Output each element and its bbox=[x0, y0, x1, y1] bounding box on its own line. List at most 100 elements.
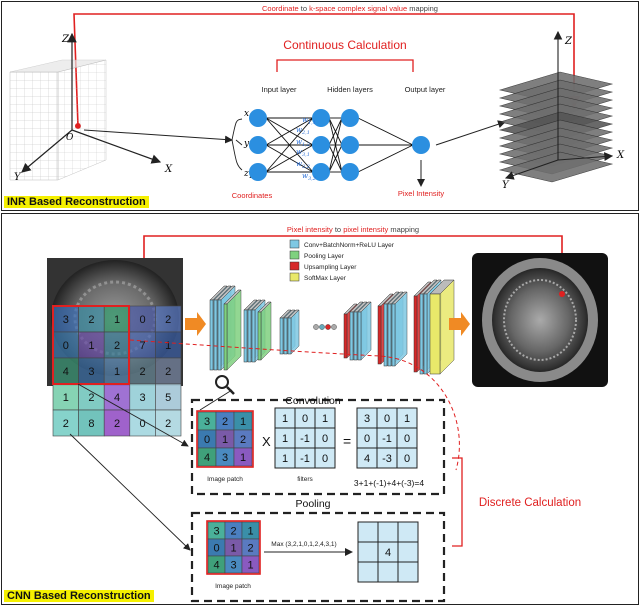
matrix-cell-value: 0 bbox=[364, 433, 370, 445]
grid-cell bbox=[78, 331, 105, 359]
matrix-cell bbox=[314, 447, 336, 469]
network-node bbox=[341, 163, 359, 181]
pool-patch-outline bbox=[206, 520, 261, 575]
grid-cell-value: 0 bbox=[140, 314, 146, 326]
pixel-intensity-label: Pixel Intensity bbox=[398, 189, 445, 198]
sum-equation: 3+1+(-1)+4+(-3)=4 bbox=[354, 478, 424, 488]
equals-sign: = bbox=[343, 433, 351, 449]
grid-cell-value: 2 bbox=[165, 314, 171, 326]
pooling-layer bbox=[223, 289, 242, 371]
legend-label: Pooling Layer bbox=[304, 253, 345, 260]
matrix-cell-value: 3 bbox=[222, 452, 228, 464]
network-node bbox=[341, 136, 359, 154]
grid-cell bbox=[155, 357, 182, 385]
output-pixel-dot bbox=[559, 291, 565, 297]
weight-label: w3,2 bbox=[302, 172, 316, 182]
network-edge bbox=[265, 117, 314, 146]
grid-cell bbox=[52, 409, 79, 437]
stack-axes bbox=[504, 30, 614, 180]
grid-cell bbox=[52, 305, 79, 333]
output-to-slices-arrow bbox=[435, 120, 506, 146]
network-edge bbox=[328, 144, 343, 173]
network-edge bbox=[328, 117, 343, 173]
grid-cell-value: 3 bbox=[63, 314, 69, 326]
matrix-cell-value: 1 bbox=[282, 453, 288, 465]
grid-cell-value: 0 bbox=[140, 418, 146, 430]
grid-cell-value: 1 bbox=[63, 392, 69, 404]
matrix-cell-value: 0 bbox=[302, 413, 308, 425]
matrix-cell-value: 1 bbox=[282, 413, 288, 425]
matrix-cell-value: -3 bbox=[382, 453, 392, 465]
grid-to-pool-arrow bbox=[69, 433, 191, 551]
weight-label: w3,1 bbox=[296, 148, 310, 158]
magnifier-icon bbox=[215, 375, 235, 395]
grid-cell-value: 7 bbox=[140, 340, 146, 352]
axis-y-label: Y bbox=[14, 172, 22, 183]
input-to-cnn-arrow bbox=[185, 312, 206, 336]
grid-cell bbox=[78, 357, 105, 385]
grid-cell-value: 8 bbox=[88, 418, 94, 430]
grid-cell bbox=[52, 383, 79, 411]
grid-cell-value: 3 bbox=[140, 392, 146, 404]
grid-cell-value: 1 bbox=[114, 366, 120, 378]
matrix-cell-value: -1 bbox=[300, 433, 310, 445]
matrix-cell-value: 3 bbox=[213, 526, 219, 538]
network-edge bbox=[265, 144, 314, 173]
grid-cell-value: 5 bbox=[165, 392, 171, 404]
hidden-layers-label: Hidden layers bbox=[327, 85, 373, 94]
grid-cell-value: 4 bbox=[63, 366, 69, 378]
grid-cell-value: 3 bbox=[88, 366, 94, 378]
matrix-cell-value: 0 bbox=[322, 433, 328, 445]
pool-image-patch-label: Image patch bbox=[215, 583, 251, 590]
weight-label: w2,1 bbox=[296, 126, 310, 136]
ellipsis-dot bbox=[331, 324, 337, 330]
matrix-cell-value: 4 bbox=[364, 453, 370, 465]
coordinate-grid-cube bbox=[9, 59, 107, 181]
grid-cell bbox=[103, 331, 131, 359]
grid-cell bbox=[78, 409, 105, 437]
network-edge bbox=[265, 117, 314, 173]
network-node bbox=[312, 136, 330, 154]
matrix-cell bbox=[397, 561, 419, 583]
coordinates-label: Coordinates bbox=[232, 191, 273, 200]
matrix-cell-value: 3 bbox=[364, 413, 370, 425]
cube-to-input-arrow bbox=[83, 129, 233, 144]
output-layer-label: Output layer bbox=[405, 85, 446, 94]
legend-swatch bbox=[289, 239, 300, 249]
grid-cell-value: 2 bbox=[63, 418, 69, 430]
network-edges bbox=[265, 117, 414, 173]
grid-cell-value: 2 bbox=[114, 340, 120, 352]
continuous-calculation-title: Continuous Calculation bbox=[283, 38, 406, 52]
convolution-title: Convolution bbox=[285, 395, 341, 407]
inr-panel-border bbox=[1, 1, 639, 211]
matrix-cell-value: 1 bbox=[322, 413, 328, 425]
matrix-cell-value: 1 bbox=[240, 452, 246, 464]
matrix-cell bbox=[397, 541, 419, 563]
conv-layer bbox=[287, 309, 300, 355]
matrix-cell-value: 1 bbox=[247, 560, 253, 572]
matrix-cell-value: 1 bbox=[404, 413, 410, 425]
matrix-cell bbox=[241, 555, 260, 574]
grid-cell bbox=[155, 331, 182, 359]
grid-cell-value: 2 bbox=[165, 366, 171, 378]
axis-x-label: X bbox=[164, 164, 173, 175]
network-node bbox=[312, 163, 330, 181]
weight-label: w2,2 bbox=[296, 160, 310, 170]
conv-layer bbox=[391, 291, 408, 367]
ellipsis-dot bbox=[319, 324, 325, 330]
output-mri-image bbox=[472, 253, 608, 387]
cnn-mapping-caption: Pixel intensity to pixel intensity mappi… bbox=[287, 225, 419, 234]
image-slice bbox=[498, 151, 614, 183]
inr-section-label: INR Based Reconstruction bbox=[4, 196, 149, 208]
pooling-layer bbox=[257, 301, 272, 361]
matrix-cell-value: -1 bbox=[382, 433, 392, 445]
times-sign: X bbox=[262, 434, 271, 449]
inr-mapping-caption: Coordinate to k-space complex signal val… bbox=[262, 4, 438, 13]
weight-label: w1,2 bbox=[296, 138, 310, 148]
network-edge bbox=[357, 117, 414, 146]
grid-cell bbox=[155, 409, 182, 437]
